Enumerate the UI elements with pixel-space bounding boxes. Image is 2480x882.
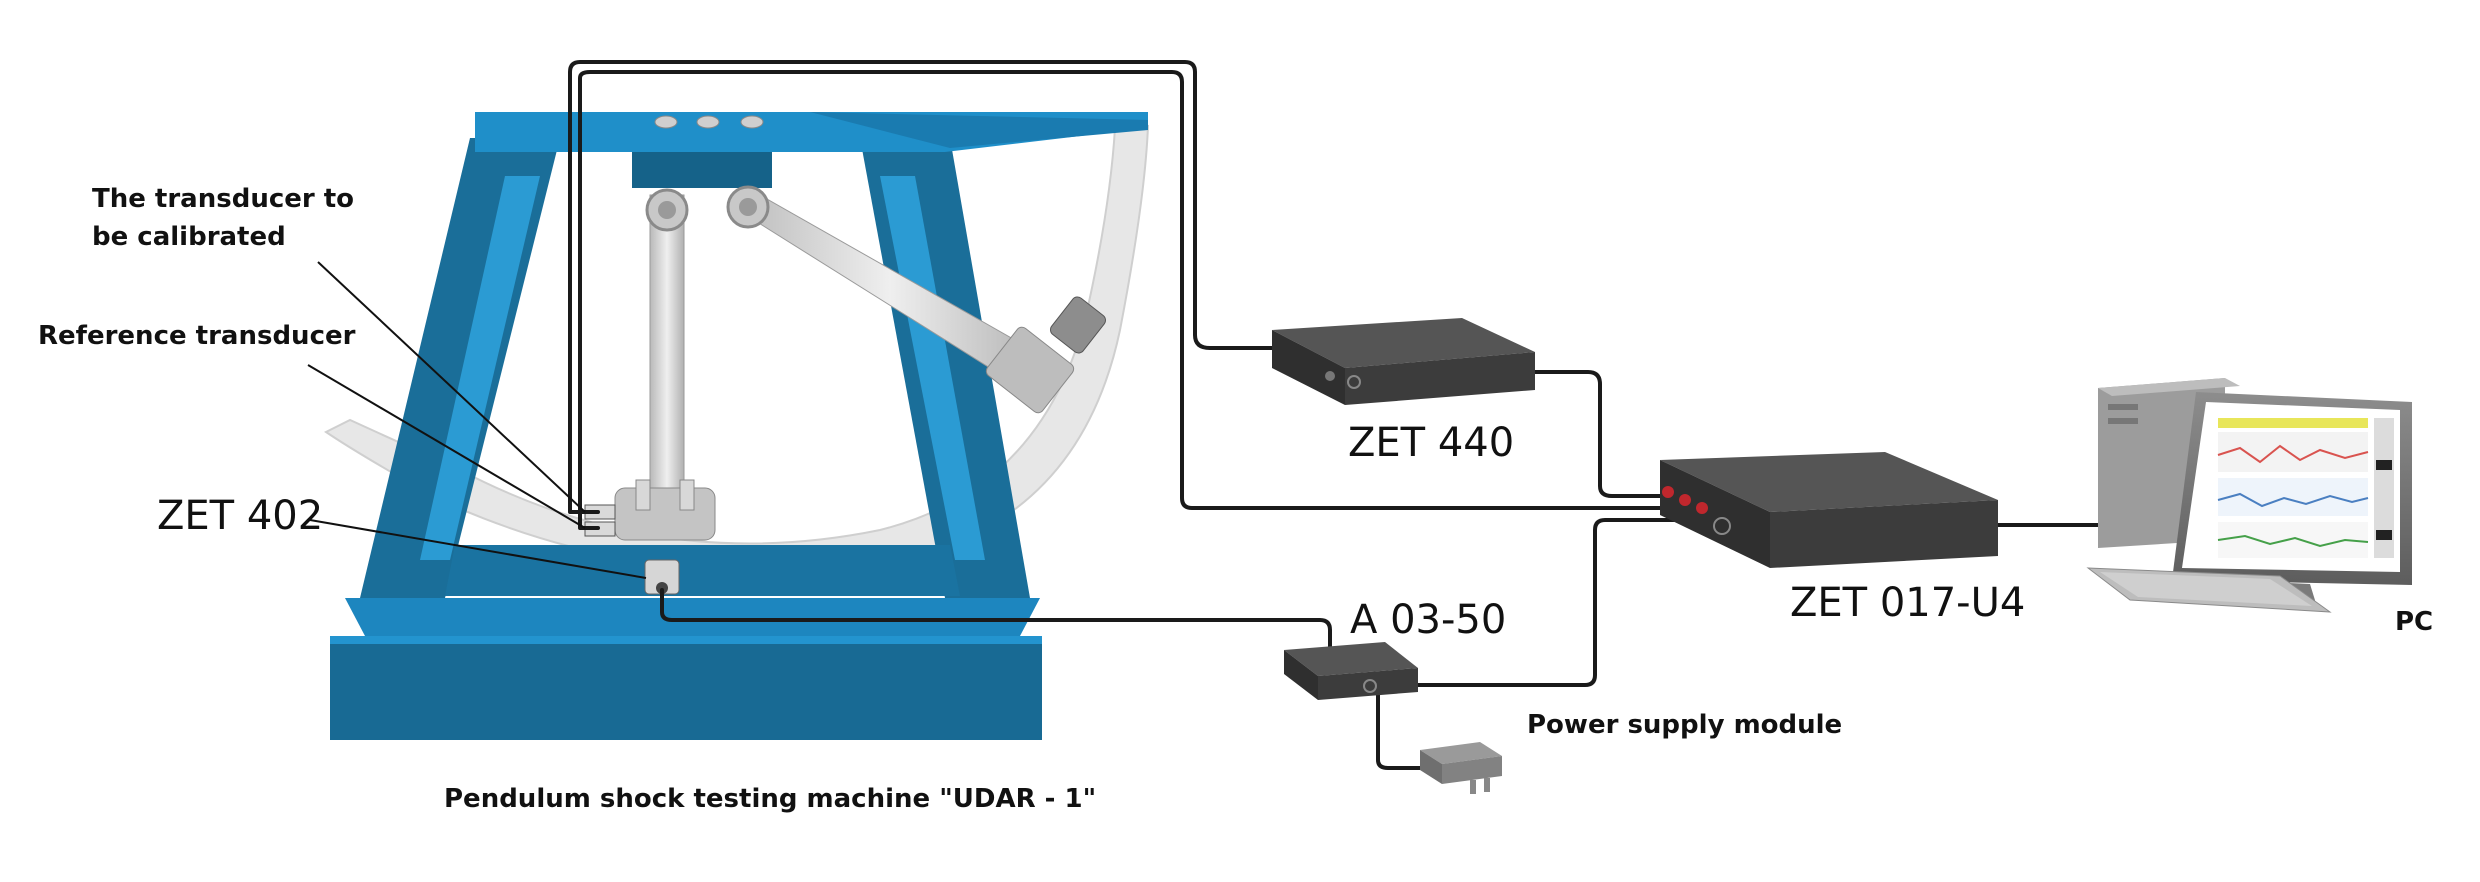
label-a0350: A 03-50 xyxy=(1350,597,1507,643)
leader-zet402 xyxy=(309,519,647,579)
label-zet017-u4: ZET 017-U4 xyxy=(1790,580,2026,626)
label-pc: PC xyxy=(2395,607,2434,637)
connector-red xyxy=(1696,502,1708,514)
cable-a0350-to-power xyxy=(1376,693,1432,770)
connector-red xyxy=(1679,494,1691,506)
hammer-head xyxy=(614,487,716,541)
label-transducer-to-be-calibrated: The transducer to be calibrated xyxy=(92,184,355,252)
zet440-device xyxy=(1272,318,1535,405)
cable-zet402-to-a0350 xyxy=(660,588,1332,662)
label-zet402: ZET 402 xyxy=(157,493,324,539)
frame-bottom-beam xyxy=(445,545,960,596)
zet017-device xyxy=(1660,452,1998,568)
a0350-device xyxy=(1284,642,1418,700)
cables xyxy=(568,60,2117,770)
top-bolt xyxy=(740,115,764,129)
label-power-supply-module: Power supply module xyxy=(1527,710,1843,740)
power-supply-module xyxy=(1420,742,1502,794)
pendulum-arm xyxy=(649,194,685,496)
cable-a0350-to-zet017 xyxy=(1416,518,1684,687)
top-bolt xyxy=(654,115,678,129)
pendulum-machine xyxy=(324,112,1150,740)
label-zet440: ZET 440 xyxy=(1348,420,1515,466)
machine-base xyxy=(330,636,1042,740)
pc-workstation xyxy=(2086,378,2412,613)
cable-transducer-to-zet440 xyxy=(568,60,1284,514)
leader-reference-transducer xyxy=(307,364,586,529)
leader-transducer-calibrated xyxy=(317,261,586,513)
label-reference-transducer: Reference transducer xyxy=(38,321,356,351)
machine-base-top xyxy=(345,598,1040,636)
label-pendulum-machine: Pendulum shock testing machine "UDAR - 1… xyxy=(444,784,1097,814)
cable-zet440-to-zet017 xyxy=(1533,370,1677,498)
connector-red xyxy=(1662,486,1674,498)
top-bolt xyxy=(696,115,720,129)
cable-reference-to-zet017 xyxy=(578,70,1682,530)
leader-lines xyxy=(307,261,647,579)
